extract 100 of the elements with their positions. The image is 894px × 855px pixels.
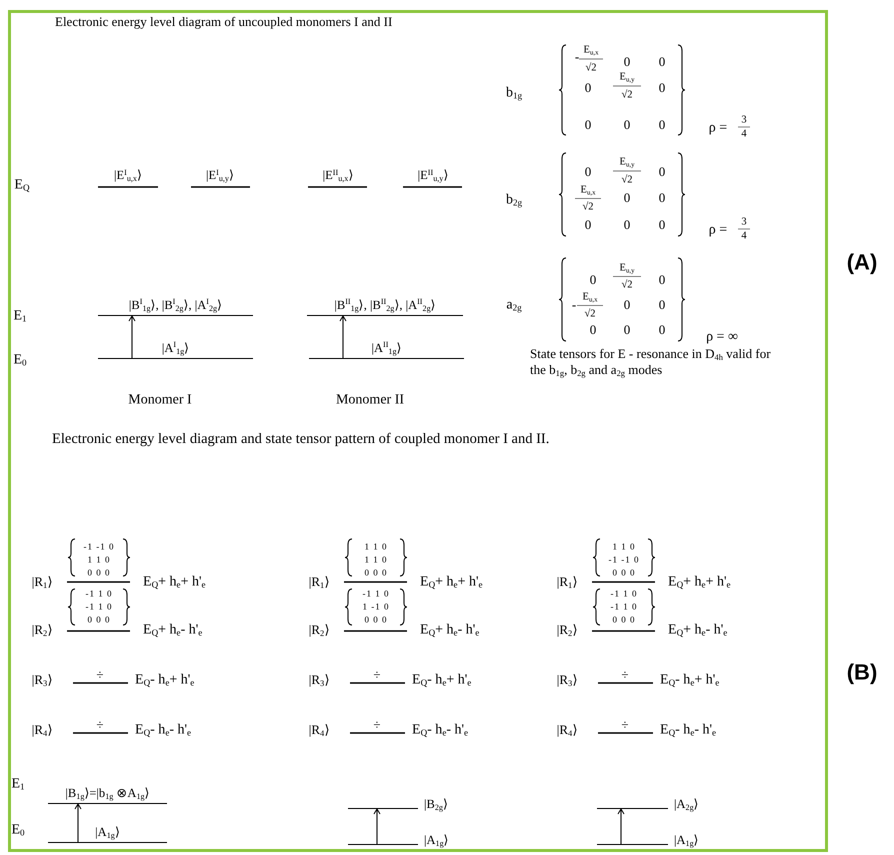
- matrix-entry: E$_{u,x}$: [582, 290, 598, 304]
- matrix-entry: √2: [622, 173, 632, 187]
- caption-text: State tensors for E - resonance in D$_{4h}$ valid for the b$_{1g}$, b$_{2g}$ and a$_{2g}$ modes: [530, 346, 772, 378]
- energy-expression: E$_{Q}$- h$_{e}$- h'$_{e}$: [412, 721, 468, 739]
- matrix-row: -1 1 0: [610, 588, 638, 600]
- state-label: |A$_{1g}$⟩: [424, 834, 449, 846]
- state-label: |R$_{1}$⟩: [308, 574, 330, 590]
- state-label: |B$_{1g}$⟩=|b$_{1g}$ ⊗A$_{1g}$⟩: [65, 786, 150, 799]
- matrix-entry: 0: [624, 296, 630, 314]
- energy-label: E$_{1}$: [13, 307, 27, 325]
- state-label: |R$_{1}$⟩: [556, 574, 578, 590]
- monomer-label: Monomer II: [336, 391, 404, 409]
- energy-label: E$_{Q}$: [14, 176, 30, 194]
- matrix-entry: E$_{u,y}$: [620, 155, 634, 169]
- panel-label: (A): [846, 248, 878, 276]
- state-label: |E$^{I}$$_{u,y}$⟩: [206, 168, 234, 184]
- matrix-entry: E$_{u,x}$: [580, 183, 596, 197]
- section-heading: Electronic energy level diagram and state tensor pattern of coupled monomer I and II.: [52, 430, 550, 448]
- state-label: |R$_{4}$⟩: [32, 722, 52, 738]
- energy-expression: E$_{Q}$+ h$_{e}$+ h'$_{e}$: [143, 573, 206, 591]
- energy-level: [48, 785, 167, 804]
- matrix-entry: 0: [624, 322, 630, 338]
- matrix-entry: 0: [658, 296, 666, 314]
- state-label: |E$^{II}$$_{u,x}$⟩: [322, 168, 354, 184]
- state-label: |R$_{1}$⟩: [32, 574, 52, 590]
- energy-expression: E$_{Q}$+ h$_{e}$+ h'$_{e}$: [420, 573, 483, 591]
- matrix-entry: 0: [658, 216, 666, 234]
- mode-label: b$_{1g}$: [506, 84, 522, 102]
- matrix-row: 0 0 0: [612, 567, 636, 579]
- energy-expression: E$_{Q}$- h$_{e}$- h'$_{e}$: [135, 721, 192, 739]
- matrix-row: 0 0 0: [88, 614, 110, 626]
- energy-expression: E$_{Q}$+ h$_{e}$- h'$_{e}$: [143, 621, 202, 639]
- matrix-entry: E$_{u,y}$: [620, 261, 634, 275]
- matrix-entry: 0: [658, 80, 666, 96]
- energy-expression: E$_{Q}$+ h$_{e}$+ h'$_{e}$: [668, 573, 731, 591]
- matrix-row: 1 1 0: [88, 554, 110, 566]
- ratio-value: 4: [741, 229, 747, 243]
- matrix-row: 0 0 0: [88, 567, 110, 579]
- matrix-entry: 0: [584, 116, 592, 134]
- energy-label: E$_{1}$: [11, 775, 25, 793]
- matrix-row: -1 1 0: [610, 601, 638, 613]
- energy-expression: E$_{Q}$- h$_{e}$+ h'$_{e}$: [660, 671, 720, 689]
- state-label: |R$_{2}$⟩: [32, 622, 52, 638]
- matrix-entry: 0: [658, 54, 666, 70]
- monomer-label: Monomer I: [128, 391, 192, 409]
- state-label: |A$_{1g}$⟩: [674, 834, 699, 846]
- energy-expression: E$_{Q}$- h$_{e}$+ h'$_{e}$: [135, 671, 194, 689]
- matrix-entry: 0: [658, 164, 666, 180]
- energy-expression: E$_{Q}$+ h$_{e}$- h'$_{e}$: [668, 621, 728, 639]
- matrix-entry: √2: [582, 200, 594, 214]
- matrix-entry: 0: [624, 54, 630, 70]
- matrix-row: 1 1 0: [364, 541, 388, 553]
- energy-level: [48, 824, 167, 843]
- state-label: |B$_{2g}$⟩: [424, 798, 448, 810]
- state-label: |E$^{I}$$_{u,x}$⟩: [114, 168, 142, 184]
- matrix-entry: 0: [624, 190, 630, 206]
- matrix-entry: √2: [622, 278, 632, 292]
- matrix-row: 0 0 0: [364, 567, 388, 579]
- ratio-value: 3: [741, 215, 747, 229]
- matrix-row: -1 1 0: [86, 588, 112, 600]
- matrix-row: -1 -1 0: [84, 541, 114, 553]
- matrix-entry: 0: [658, 116, 666, 134]
- division-sign: ÷: [621, 666, 629, 684]
- matrix-row: 1 1 0: [364, 554, 388, 566]
- matrix-entry: 0: [658, 322, 666, 338]
- energy-expression: E$_{Q}$+ h$_{e}$- h'$_{e}$: [420, 621, 480, 639]
- state-label: |B$^{I}$$_{1g}$⟩, |B$^{I}$$_{2g}$⟩, |A$^{I}$$_{2g}$⟩: [128, 298, 222, 311]
- ratio-value: 4: [741, 127, 747, 141]
- transition-arrow: [340, 316, 346, 358]
- transition-arrow: [374, 808, 380, 844]
- transition-arrow: [74, 804, 82, 842]
- energy-label: E$_{0}$: [11, 821, 25, 839]
- state-label: |A$_{2g}$⟩: [674, 798, 699, 810]
- division-sign: ÷: [373, 666, 381, 684]
- state-label: |A$^{I}$$_{1g}$⟩: [162, 342, 190, 354]
- matrix-entry: 0: [584, 216, 592, 234]
- ratio-value: 3: [741, 113, 747, 127]
- matrix-entry: E$_{u,y}$: [620, 70, 634, 84]
- transition-arrow: [128, 316, 136, 358]
- matrix-row: -1 -1 0: [608, 554, 640, 566]
- matrix-entry: 0: [658, 272, 666, 288]
- matrix-row: 0 0 0: [612, 614, 636, 626]
- energy-expression: E$_{Q}$- h$_{e}$- h'$_{e}$: [660, 721, 716, 739]
- matrix-entry: √2: [586, 61, 596, 75]
- section-heading: Electronic energy level diagram of uncoupled monomers I and II: [55, 14, 392, 30]
- state-label: |R$_{3}$⟩: [32, 672, 52, 688]
- matrix-entry: 0: [590, 322, 596, 338]
- state-label: |R$_{2}$⟩: [556, 622, 578, 638]
- matrix-entry: 0: [624, 216, 630, 234]
- state-label: |R$_{3}$⟩: [308, 672, 330, 688]
- matrix-entry: 0: [584, 164, 592, 180]
- division-sign: ÷: [621, 716, 629, 734]
- energy-label: E$_{0}$: [13, 351, 27, 369]
- matrix-entry: √2: [584, 307, 596, 321]
- matrix-entry: 0: [624, 116, 630, 134]
- matrix-entry: √2: [622, 88, 632, 102]
- matrix-row: 1 1 0: [612, 541, 636, 553]
- state-label: |A$_{1g}$⟩: [95, 826, 120, 838]
- mode-label: b$_{2g}$: [506, 191, 522, 209]
- division-sign: ÷: [96, 716, 104, 734]
